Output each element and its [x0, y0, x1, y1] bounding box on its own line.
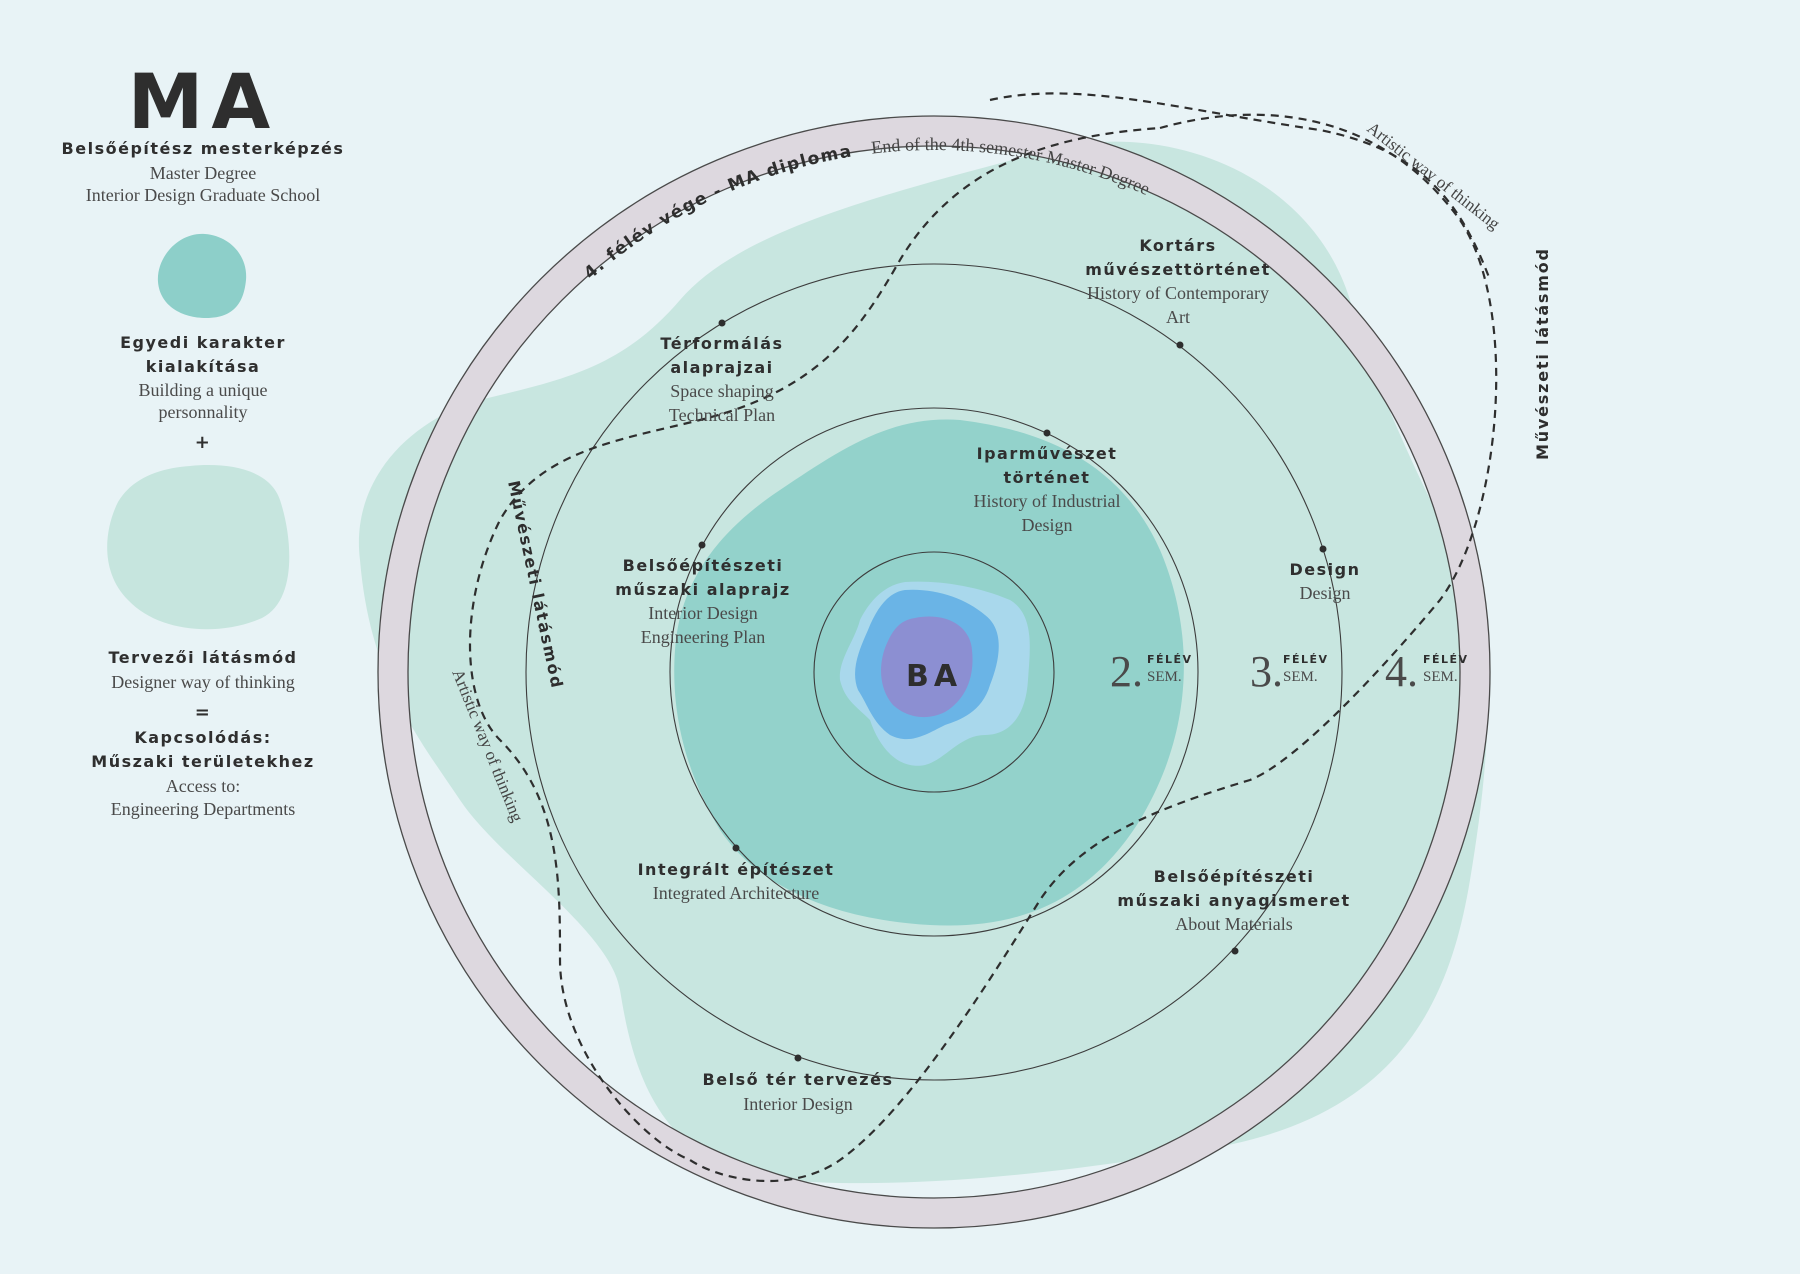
course-design: Design Design	[1290, 560, 1361, 603]
semester-2-en: SEM.	[1147, 669, 1182, 685]
course-terformalas-hu-2: alaprajzai	[670, 358, 773, 377]
course-design-hu-1: Design	[1290, 560, 1361, 579]
course-terformalas: Térformálás alaprajzai Space shaping Tec…	[660, 334, 783, 425]
semester-2-num: 2.	[1110, 647, 1143, 696]
dot-kortars	[1176, 341, 1184, 349]
course-design-en-1: Design	[1300, 583, 1351, 603]
dashed-path-1	[468, 113, 1498, 1183]
legend-item3-hu-2: Műszaki területekhez	[91, 752, 314, 771]
artistic-right-hu: Művészeti látásmód	[1533, 247, 1552, 460]
artistic-right-en: Artistic way of thinking	[1364, 118, 1504, 234]
legend-item2-en: Designer way of thinking	[111, 672, 294, 692]
legend-item1-en-2: personnality	[159, 402, 248, 422]
artistic-path	[468, 92, 1498, 1183]
semester-4-en: SEM.	[1423, 669, 1458, 685]
center-ba: BA	[906, 659, 962, 694]
outer-ring-inner-edge	[407, 145, 1461, 1199]
course-belsoep-alap-en-1: Interior Design	[648, 603, 757, 623]
course-belsoep-alap: Belsőépítészeti műszaki alaprajz Interio…	[615, 556, 790, 647]
legend-item1-hu-2: kialakítása	[146, 357, 261, 376]
legend-item3-en-1: Access to:	[166, 776, 240, 796]
semester-3-ring	[669, 407, 1199, 937]
course-belsoter-hu-1: Belső tér tervezés	[703, 1070, 894, 1089]
course-iparmuveszet: Iparművészet történet History of Industr…	[974, 444, 1121, 535]
course-iparmuveszet-hu-1: Iparművészet	[977, 444, 1118, 463]
semester-2-hu: FÉLÉV	[1147, 653, 1193, 666]
course-iparmuveszet-en-1: History of Industrial	[974, 491, 1121, 511]
core-purple-blob	[881, 616, 973, 718]
course-anyag-hu-2: műszaki anyagismeret	[1117, 891, 1350, 910]
dot-iparmuveszet	[1043, 429, 1051, 437]
semester-3-hu: FÉLÉV	[1283, 653, 1329, 666]
course-belsoter: Belső tér tervezés Interior Design	[703, 1070, 894, 1114]
legend-equals: =	[195, 702, 212, 723]
dot-integralt	[732, 844, 740, 852]
course-belsoep-alap-en-2: Engineering Plan	[641, 627, 765, 647]
dots	[698, 319, 1327, 1062]
course-belsoter-en-1: Interior Design	[743, 1094, 852, 1114]
legend-item2-hu: Tervezői látásmód	[108, 648, 297, 667]
course-kortars-hu-2: művészettörténet	[1085, 260, 1271, 279]
course-iparmuveszet-hu-2: történet	[1004, 468, 1091, 487]
course-terformalas-en-1: Space shaping	[670, 381, 773, 401]
legend-subtitle-en-1: Master Degree	[150, 163, 256, 183]
legend-subtitle-en-2: Interior Design Graduate School	[86, 185, 320, 205]
course-iparmuveszet-en-2: Design	[1022, 515, 1073, 535]
semester-2-ring	[813, 551, 1055, 793]
course-labels: Térformálás alaprajzai Space shaping Tec…	[615, 236, 1361, 1114]
course-kortars-en-1: History of Contemporary	[1087, 283, 1269, 303]
course-kortars-hu-1: Kortárs	[1139, 236, 1216, 255]
legend-blob-dark-icon	[157, 233, 247, 318]
course-integralt: Integrált építészet Integrated Architect…	[638, 860, 835, 903]
blobs	[358, 141, 1488, 1184]
course-integralt-en-1: Integrated Architecture	[653, 883, 819, 903]
dot-belsoep-alap	[698, 541, 706, 549]
semester-3-en: SEM.	[1283, 669, 1318, 685]
legend-item3-hu-1: Kapcsolódás:	[134, 728, 271, 747]
semester-3-num: 3.	[1250, 647, 1283, 696]
semester-4-ring	[525, 263, 1343, 1081]
legend-plus: +	[195, 432, 212, 453]
outer-ring-edge	[377, 115, 1491, 1229]
course-belsoep-alap-hu-2: műszaki alaprajz	[615, 580, 790, 599]
course-anyag-en-1: About Materials	[1175, 914, 1292, 934]
semester-labels: 2. FÉLÉV SEM. 3. FÉLÉV SEM. 4. FÉLÉV SEM…	[1110, 647, 1469, 696]
legend-blob-light-icon	[107, 465, 290, 630]
semester-4-hu: FÉLÉV	[1423, 653, 1469, 666]
course-belsoep-alap-hu-1: Belsőépítészeti	[623, 556, 784, 575]
dot-terformalas	[718, 319, 726, 327]
artistic-right-en-text: Artistic way of thinking	[1364, 118, 1504, 234]
legend-subtitle-hu: Belsőépítész mesterképzés	[62, 139, 345, 158]
course-kortars-en-2: Art	[1166, 307, 1190, 327]
course-anyag-hu-1: Belsőépítészeti	[1154, 867, 1315, 886]
dot-design	[1319, 545, 1327, 553]
dot-belsoter	[794, 1054, 802, 1062]
legend-item1-en-1: Building a unique	[139, 380, 268, 400]
dashed-path-2	[989, 92, 1492, 281]
dot-anyag	[1231, 947, 1239, 955]
course-terformalas-hu-1: Térformálás	[660, 334, 783, 353]
course-integralt-hu-1: Integrált építészet	[638, 860, 835, 879]
semester-2: 2. FÉLÉV SEM.	[1110, 647, 1193, 696]
legend: MA Belsőépítész mesterképzés Master Degr…	[62, 57, 345, 819]
legend-title: MA	[128, 57, 278, 146]
semester-4: 4. FÉLÉV SEM.	[1385, 647, 1469, 696]
legend-item1-hu-1: Egyedi karakter	[120, 333, 286, 352]
course-anyag: Belsőépítészeti műszaki anyagismeret Abo…	[1117, 867, 1350, 934]
course-kortars: Kortárs művészettörténet History of Cont…	[1085, 236, 1271, 327]
legend-item3-en-2: Engineering Departments	[111, 799, 295, 819]
course-terformalas-en-2: Technical Plan	[669, 405, 775, 425]
rings	[377, 115, 1491, 1229]
artistic-right-hu-text: Művészeti látásmód	[1533, 247, 1552, 460]
semester-3: 3. FÉLÉV SEM.	[1250, 647, 1329, 696]
semester-4-num: 4.	[1385, 647, 1418, 696]
